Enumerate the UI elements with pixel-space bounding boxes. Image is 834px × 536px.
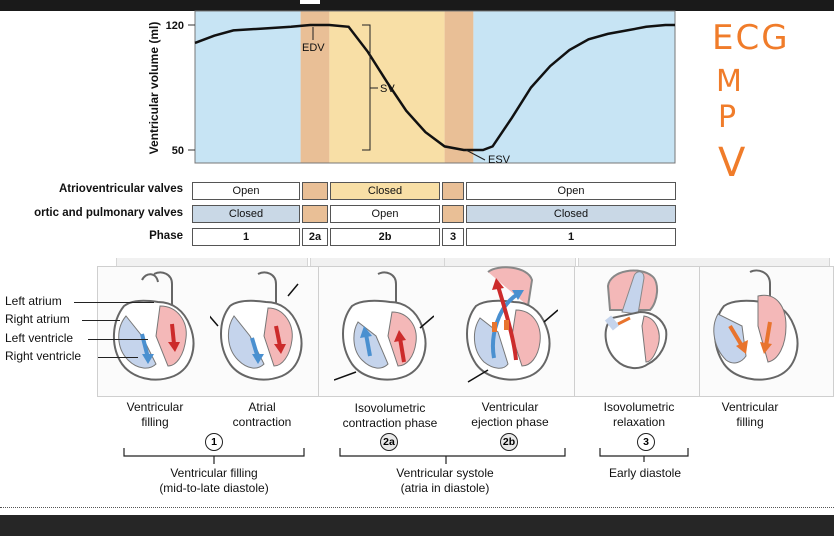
panel-label-line: relaxation (612, 415, 666, 429)
phase-marker-2b: 2b (500, 433, 518, 451)
panel-divider (574, 266, 575, 397)
panel-label-ventricular-ejection: Ventricular ejection phase (455, 400, 565, 430)
pointer-right-ventricle (98, 357, 138, 358)
handwriting-ecg: ECG (712, 18, 790, 58)
phase-label: Phase (149, 230, 183, 242)
group-brackets (123, 448, 689, 464)
edv-label: EDV (302, 42, 325, 54)
panel-label-line: Isovolumetric (354, 401, 426, 415)
panel-label-line: Isovolumetric (603, 400, 675, 414)
y-tick-50: 50 (172, 145, 184, 157)
panel-label-line: filling (141, 415, 169, 429)
panel-label-line: Ventricular (126, 400, 184, 414)
pointer-right-atrium (82, 320, 120, 321)
panel-label-ventricular-filling-2: Ventricular filling (700, 400, 800, 430)
y-axis-label: Ventricular volume (ml) (147, 22, 161, 155)
handwriting-p: P (718, 100, 739, 135)
group-label-line: Ventricular filling (170, 466, 258, 480)
anatomy-left-ventricle: Left ventricle (5, 331, 74, 345)
anatomy-right-atrium: Right atrium (5, 312, 70, 326)
heart-ventricular-filling (112, 271, 195, 381)
ventricular-volume-chart: Ventricular volume (ml) 120 50 EDV SV ES… (147, 10, 676, 166)
panel-label-line: contraction phase (342, 416, 438, 430)
phase-bands (195, 11, 675, 163)
group-label-line: Early diastole (608, 466, 682, 480)
phase-marker-2a: 2a (380, 433, 398, 451)
bracket-ventricular-filling (123, 448, 305, 457)
av-valves-cell: Open (192, 182, 300, 200)
volume-curve (194, 23, 675, 152)
heart-isovolumetric-relaxation (604, 269, 668, 370)
panel-divider (699, 266, 700, 397)
anatomy-left-atrium: Left atrium (5, 294, 62, 308)
heart-ventricular-filling-2 (713, 269, 799, 381)
av-valves-cell (442, 182, 464, 200)
panel-label-isovolumetric-contraction: Isovolumetric contraction phase (325, 401, 455, 431)
group-label-line: (atria in diastole) (400, 481, 490, 495)
panel-label-line: Ventricular (721, 400, 779, 414)
av-valves-cell: Closed (330, 182, 440, 200)
heart-isovolumetric-contraction (334, 271, 434, 381)
panel-connector-1 (116, 258, 308, 266)
group-label-line: (mid-to-late diastole) (159, 481, 269, 495)
panel-connector-2 (310, 258, 462, 266)
handwriting-v: V (718, 140, 748, 186)
pointer-left-atrium (74, 302, 154, 303)
top-bar-mark (300, 0, 320, 4)
panel-connector-3 (444, 258, 576, 266)
phase-marker-3: 3 (637, 433, 655, 451)
av-valves-label: Atrioventricular valves (58, 183, 183, 195)
phase-band-1 (195, 11, 301, 163)
y-tick-120: 120 (166, 20, 184, 32)
esv-label: ESV (488, 154, 511, 166)
dotted-separator (0, 507, 834, 508)
panel-label-line: contraction (232, 415, 292, 429)
sl-valves-cell: Open (330, 205, 440, 223)
sl-valves-cell (442, 205, 464, 223)
heart-panel-strip (97, 266, 834, 397)
group-label-line: Ventricular systole (396, 466, 494, 480)
phase-band-2b (329, 11, 445, 163)
phase-cell: 1 (466, 228, 676, 246)
pointer-left-ventricle (88, 339, 148, 340)
esv-pointer (465, 149, 486, 161)
heart-atrial-contraction (210, 271, 303, 381)
phase-band-2a (300, 11, 330, 163)
panel-label-atrial-contraction: Atrial contraction (212, 400, 312, 430)
group-label-early-diastole: Early diastole (590, 466, 700, 481)
phase-band-3 (444, 11, 474, 163)
bracket-ventricular-systole (339, 448, 566, 457)
sl-valves-cell: Closed (466, 205, 676, 223)
sl-valves-cell (302, 205, 328, 223)
phase-cell: 3 (442, 228, 464, 246)
av-valves-cell: Open (466, 182, 676, 200)
bracket-early-diastole (599, 448, 689, 457)
panel-label-line: ejection phase (471, 415, 549, 429)
top-bar (0, 0, 834, 11)
sl-valves-label: ortic and pulmonary valves (34, 207, 183, 219)
phase-cell: 2a (302, 228, 328, 246)
av-valves-cell (302, 182, 328, 200)
sv-label: SV (380, 83, 395, 95)
handwriting-m: M (716, 64, 744, 99)
group-label-ventricular-systole: Ventricular systole (atria in diastole) (350, 466, 540, 496)
group-label-ventricular-filling: Ventricular filling (mid-to-late diastol… (124, 466, 304, 496)
sl-valves-cell: Closed (192, 205, 300, 223)
panel-label-isovolumetric-relaxation: Isovolumetric relaxation (584, 400, 694, 430)
phase-marker-1: 1 (205, 433, 223, 451)
plot-frame (194, 10, 676, 164)
phase-band-1 (473, 11, 675, 163)
phase-cell: 2b (330, 228, 440, 246)
heart-ventricular-ejection (466, 266, 558, 383)
bottom-bar (0, 515, 834, 536)
panel-label-line: Ventricular (481, 400, 539, 414)
panel-divider (318, 266, 319, 397)
phase-cell: 1 (192, 228, 300, 246)
panel-label-line: filling (736, 415, 764, 429)
anatomy-right-ventricle: Right ventricle (5, 349, 82, 363)
panel-label-line: Atrial (248, 400, 276, 414)
panel-label-ventricular-filling: Ventricular filling (105, 400, 205, 430)
panel-connector-4 (578, 258, 830, 266)
